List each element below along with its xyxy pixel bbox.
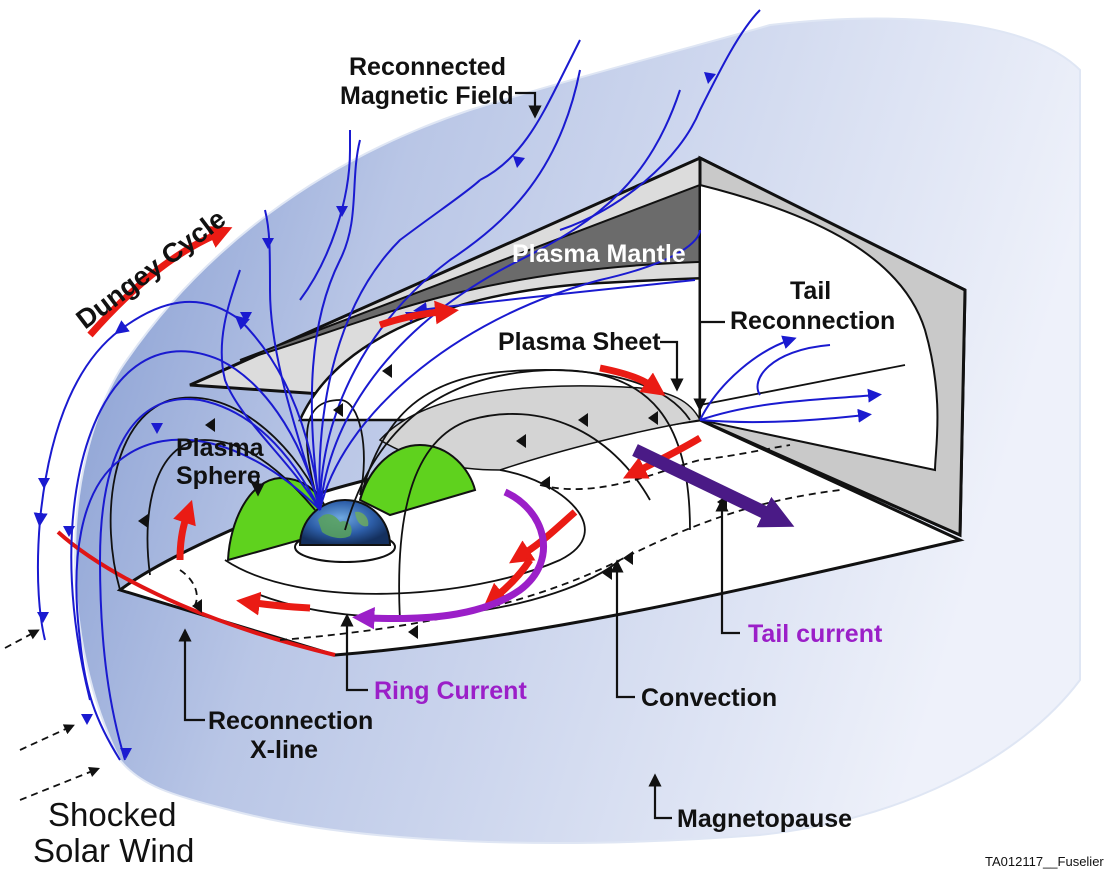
reconnected-field-label-line2: Magnetic Field [340, 82, 514, 110]
label-leader-lines [178, 91, 740, 820]
plasma-sheet-region [378, 385, 702, 471]
plasma-mantle-label: Plasma Mantle [512, 240, 686, 268]
shocked-solar-wind-label-line1: Shocked [48, 796, 176, 833]
dungey-cycle-arrow [87, 226, 233, 338]
reconnection-xline-label-line1: Reconnection [208, 707, 373, 735]
plasmasphere-right [358, 443, 477, 517]
convection-label: Convection [641, 684, 777, 712]
convection-flow-arrows [173, 300, 702, 616]
tail-reconnection-lines [699, 335, 906, 424]
plasma-sphere-label-line2: Sphere [176, 462, 261, 490]
plasma-sheet-label: Plasma Sheet [498, 328, 661, 356]
open-field-lines [33, 9, 761, 761]
ring-current-label: Ring Current [374, 677, 527, 705]
plasma-sphere-label-line1: Plasma [176, 434, 265, 462]
solar-wind-arrows [4, 629, 101, 801]
figure-id-caption: TA012117__Fuselier [985, 854, 1104, 869]
reconnected-field-label-line1: Reconnected [349, 53, 506, 81]
shocked-solar-wind-label-line2: Solar Wind [33, 832, 194, 869]
tail-current-label: Tail current [748, 620, 883, 648]
reconnection-xline-label-line2: X-line [250, 736, 318, 764]
tail-reconnection-label-line1: Tail [790, 277, 831, 305]
tail-reconnection-label-line2: Reconnection [730, 307, 895, 335]
ring-current-arrow [352, 488, 547, 630]
earth [294, 499, 396, 563]
magnetopause-label: Magnetopause [677, 805, 852, 833]
tail-current-arrow [632, 444, 795, 528]
